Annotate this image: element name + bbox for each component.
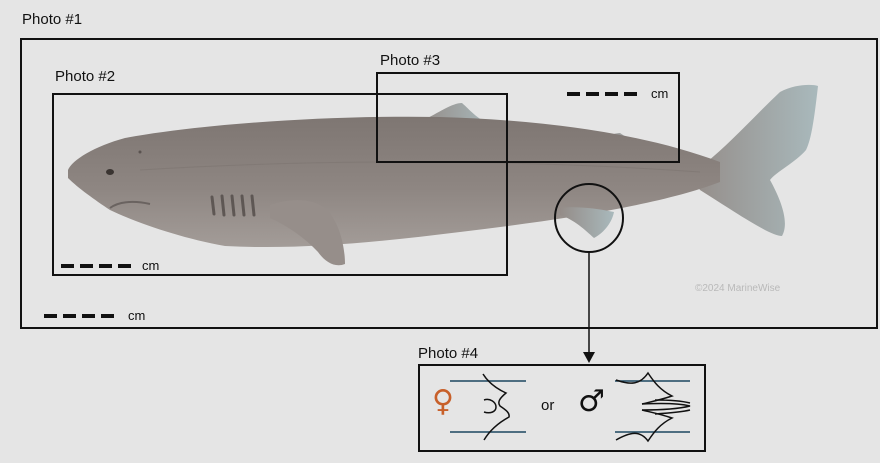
photo1-label: Photo #1	[22, 11, 82, 28]
photo4-label: Photo #4	[418, 345, 478, 362]
photo4-frame	[418, 364, 706, 452]
photo2-scale-unit: cm	[142, 258, 159, 273]
photo3-label: Photo #3	[380, 52, 440, 69]
male-symbol: ♂	[578, 384, 605, 419]
photo1-scale-unit: cm	[128, 308, 145, 323]
photo2-label: Photo #2	[55, 68, 115, 85]
photo3-scale-unit: cm	[651, 86, 668, 101]
copyright-watermark: ©2024 MarineWise	[695, 283, 780, 294]
female-symbol: ♀	[432, 384, 454, 419]
arrow-down-icon	[583, 352, 595, 363]
photo3-frame	[376, 72, 680, 163]
or-text: or	[541, 397, 554, 414]
